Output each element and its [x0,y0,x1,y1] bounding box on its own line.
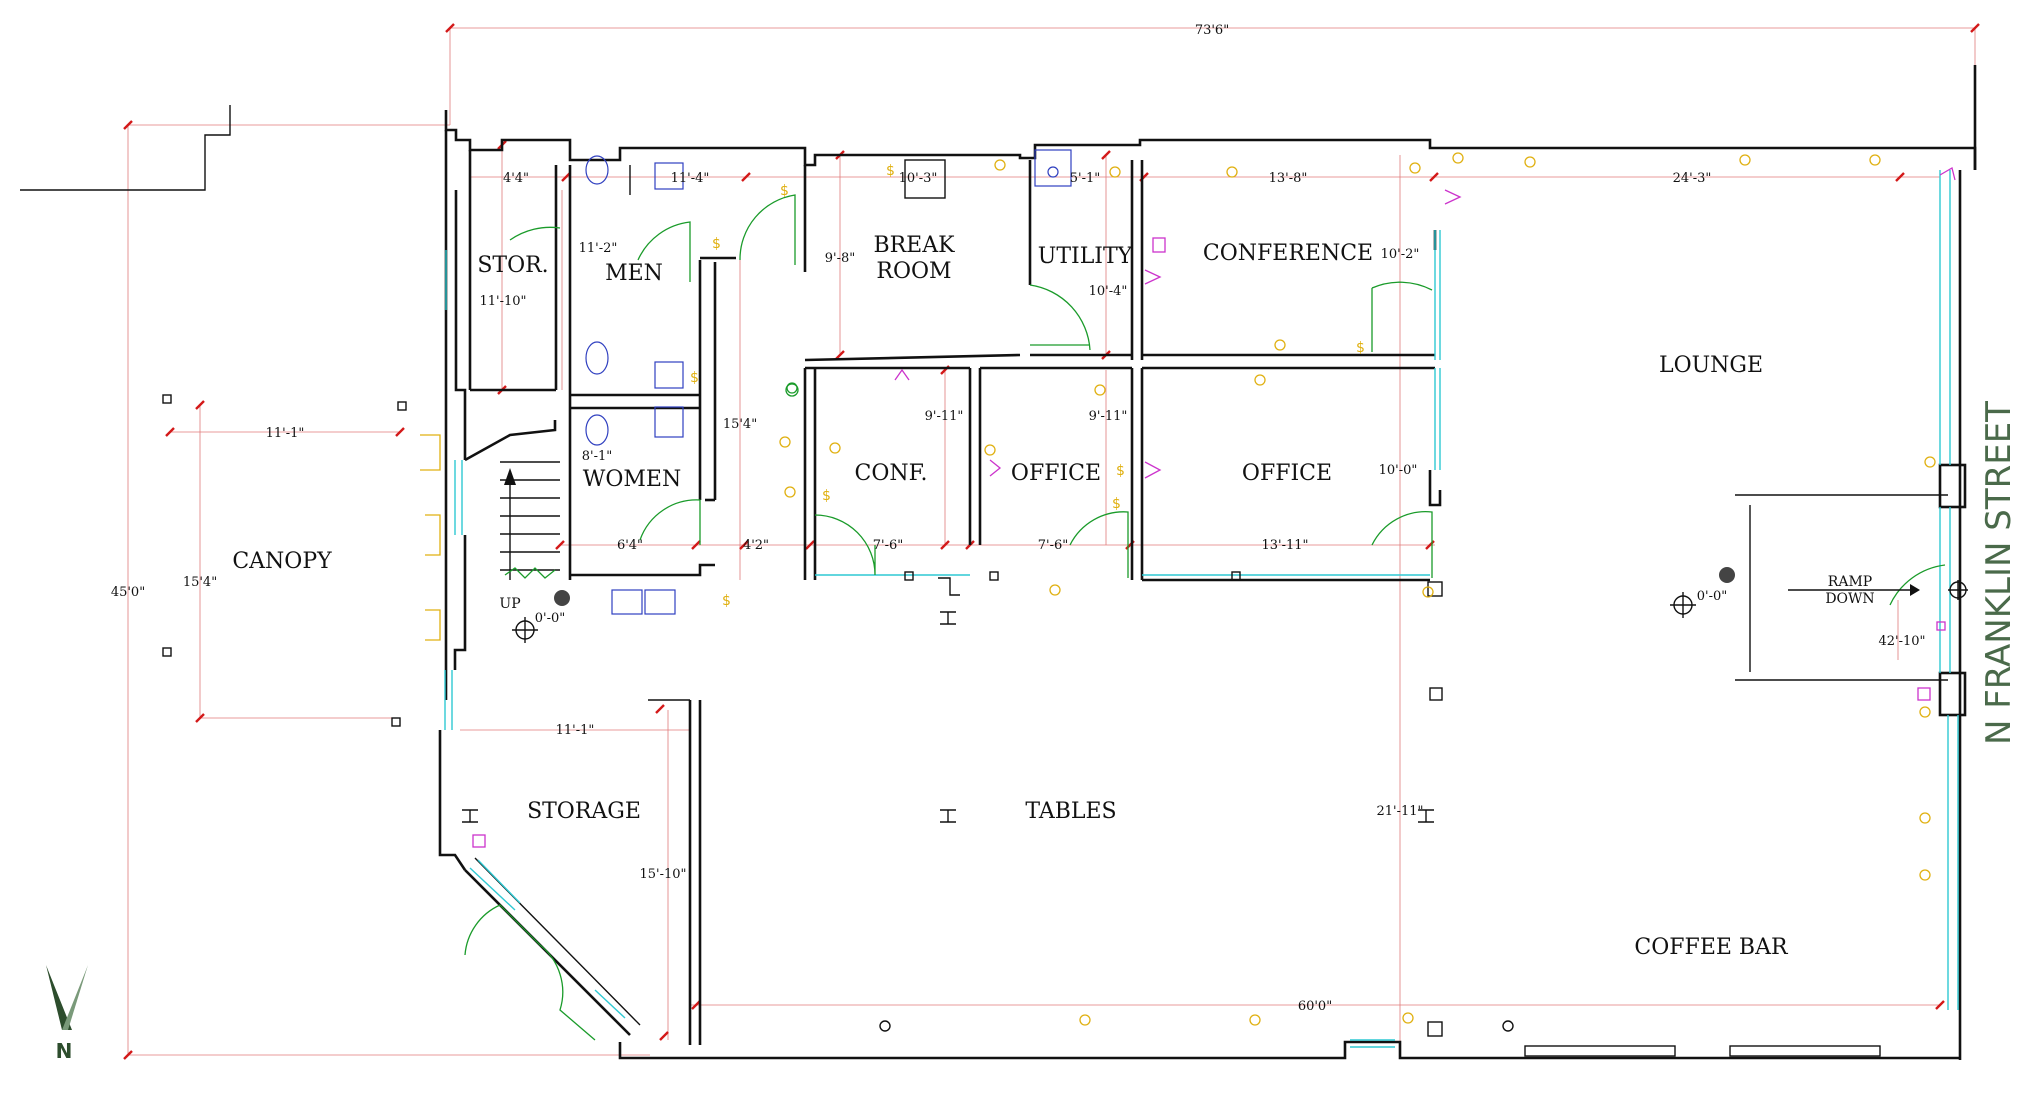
dim-office2-depth: 10'-0" [1379,463,1418,478]
ramp-label-2: DOWN [1825,591,1874,607]
room-label-utility: UTILITY [1038,244,1133,269]
dim-women-depth: 8'-1" [582,449,613,464]
canopy-posts [162,394,407,727]
dim-overall-depth: 45'0" [111,585,145,600]
room-label-lounge: LOUNGE [1659,353,1763,378]
dimension-lines [127,27,1976,1056]
dim-overall-width: 73'6" [1195,23,1229,38]
exterior-outline [20,105,231,191]
dim-corridor-depth: 15'4" [723,417,757,432]
room-label-conf: CONF. [855,461,928,486]
elevation-left: 0'-0" [535,611,566,626]
plumbing-fixtures [585,149,1072,615]
room-label-storage: STORAGE [527,799,641,824]
dim-lounge-width: 24'-3" [1673,171,1712,186]
stairs [464,420,560,643]
stair-up-label: UP [499,596,520,612]
dim-conference-depth: 10'-2" [1381,247,1420,262]
room-label-stor: STOR. [477,253,548,278]
svg-text:$: $ [822,488,831,504]
electrical-symbols: $ $ $ $ $ $ $ $ $ [420,152,1956,1057]
dim-office1-depth: 9'-11" [1089,409,1128,424]
dim-women-width: 6'4" [617,538,643,553]
dim-utility-depth: 10'-4" [1089,284,1128,299]
svg-text:$: $ [712,236,721,252]
svg-text:$: $ [886,163,895,179]
dim-utility-width: 5'-1" [1070,171,1101,186]
room-label-room: ROOM [876,259,951,284]
elevation-markers [554,567,1735,618]
dim-canopy-width: 11'-1" [266,426,305,441]
room-label-conference: CONFERENCE [1203,241,1373,266]
glazing [444,170,1959,1048]
svg-text:$: $ [690,370,699,386]
svg-text:$: $ [1116,463,1125,479]
room-label-men: MEN [605,261,663,286]
north-arrow-icon: N [46,965,88,1063]
room-label-break: BREAK [873,233,955,258]
svg-text:$: $ [722,593,731,609]
dim-men-depth: 11'-2" [579,241,618,256]
dim-storage-width: 11'-1" [556,723,595,738]
dim-conf-depth: 9'-11" [925,409,964,424]
ramp [1735,494,1968,681]
dim-men-width: 11'-4" [671,171,710,186]
dim-ramp: 42'-10" [1878,634,1925,649]
dim-conference-width: 13'-8" [1269,171,1308,186]
dim-stor-width: 4'4" [503,171,529,186]
doors [464,194,1946,1041]
dim-main-width: 60'0" [1298,999,1332,1014]
svg-text:$: $ [1112,496,1121,512]
dim-storage-depth: 15'-10" [639,867,686,882]
svg-text:$: $ [1356,340,1365,356]
room-label-coffee-bar: COFFEE BAR [1634,935,1789,960]
svg-text:$: $ [780,183,789,199]
interior-walls [468,150,1967,1045]
dim-break-depth: 9'-8" [825,251,856,266]
ramp-label-1: RAMP [1828,574,1872,590]
dim-conf-width: 7'-6" [873,538,904,553]
dim-tables-depth: 21'-11" [1376,804,1423,819]
dim-canopy-depth: 15'4" [183,575,217,590]
building-walls [438,65,1977,1060]
dim-break-width: 10'-3" [899,171,938,186]
dim-corridor-width: 4'2" [743,538,769,553]
dimension-ticks [123,23,1980,1060]
room-label-tables: TABLES [1025,799,1116,824]
room-label-office-1: OFFICE [1011,461,1101,486]
north-label: N [56,1039,73,1063]
room-label-office-2: OFFICE [1242,461,1332,486]
street-label: N FRANKLIN STREET [1979,401,2019,745]
dim-office2-width: 13'-11" [1261,538,1308,553]
dimension-text: 73'6" 45'0" 11'-1" 15'4" 4'4" 11'-10" 11… [111,23,1926,1014]
room-label-canopy: CANOPY [232,549,332,574]
dim-office1-width: 7'-6" [1038,538,1069,553]
room-label-women: WOMEN [583,467,681,492]
elevation-right: 0'-0" [1697,589,1728,604]
room-labels: CANOPY STOR. MEN WOMEN BREAK ROOM UTILIT… [232,233,1874,960]
dim-stor-depth: 11'-10" [479,294,526,309]
